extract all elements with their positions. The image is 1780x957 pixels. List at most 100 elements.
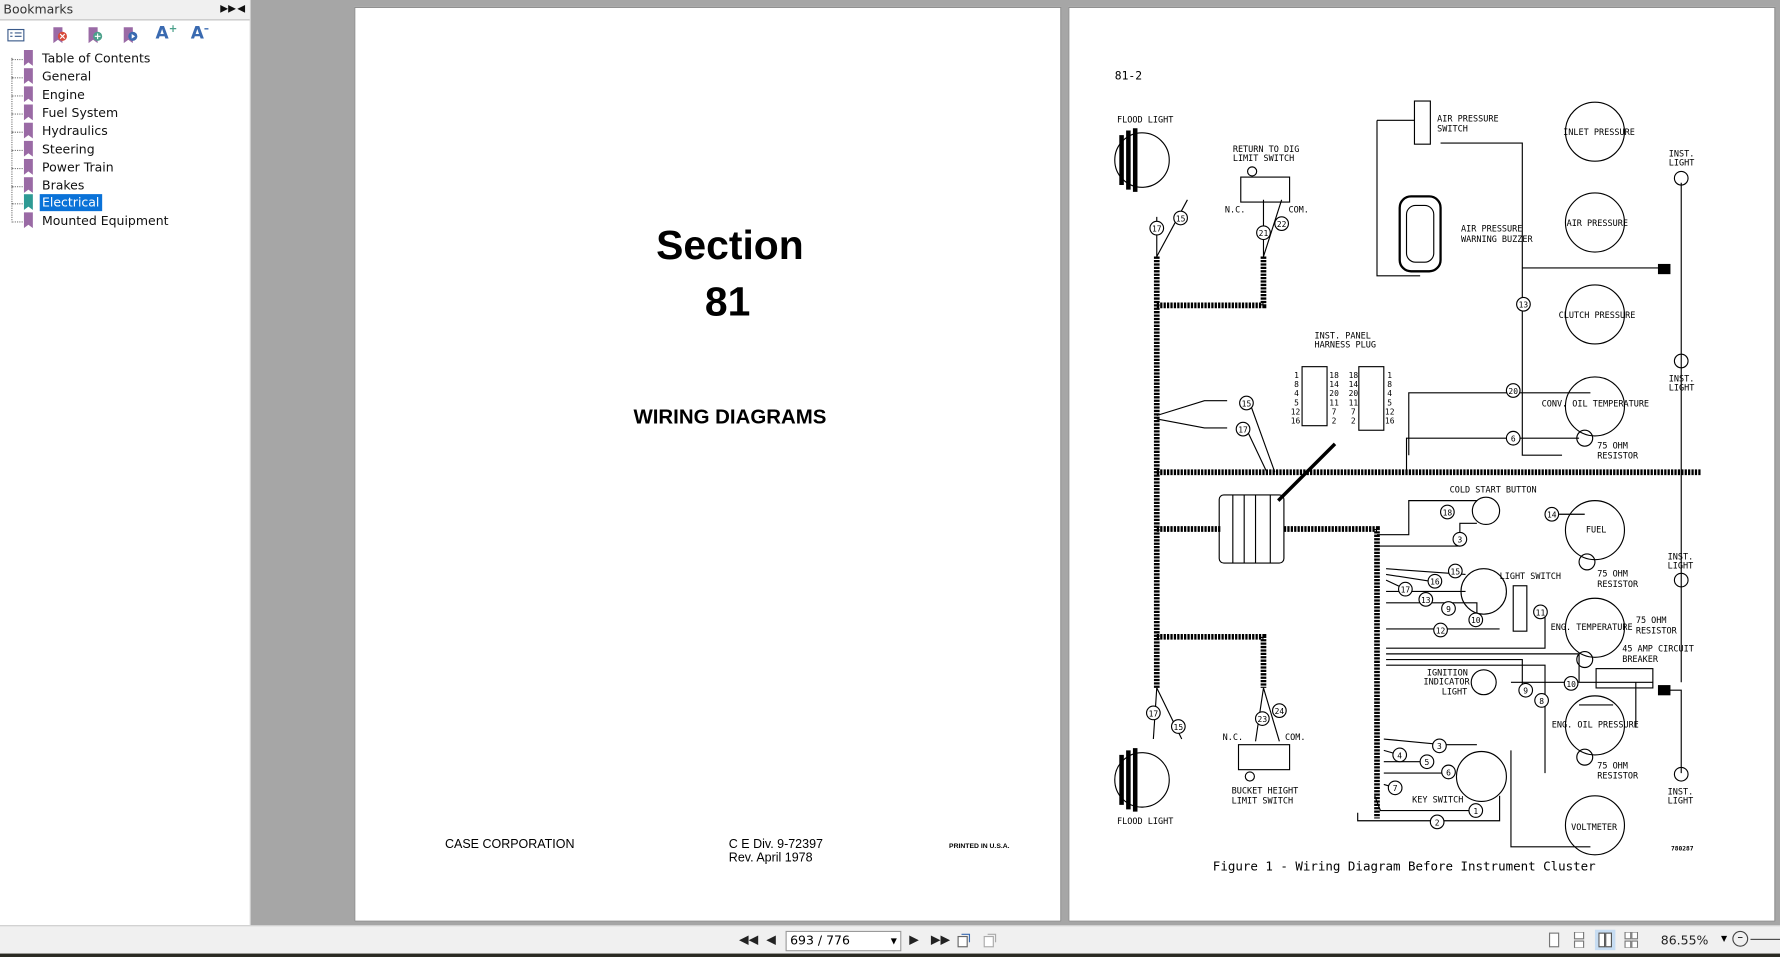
svg-text:23: 23 bbox=[1258, 715, 1268, 724]
section-word: Section bbox=[656, 221, 804, 268]
svg-text:6: 6 bbox=[1446, 768, 1451, 777]
bookmark-brakes[interactable]: Brakes bbox=[0, 177, 250, 195]
svg-text:COLD START BUTTON: COLD START BUTTON bbox=[1450, 486, 1537, 496]
return-to-dig-switch bbox=[1240, 176, 1291, 203]
bookmark-label: Electrical bbox=[39, 194, 102, 212]
svg-text:15: 15 bbox=[1176, 214, 1186, 223]
zoom-out-button[interactable]: – bbox=[1732, 930, 1749, 947]
svg-text:18: 18 bbox=[1329, 371, 1339, 380]
bookmark-hydraulics[interactable]: Hydraulics bbox=[0, 122, 250, 141]
svg-text:12: 12 bbox=[1436, 626, 1446, 635]
next-view-icon[interactable] bbox=[983, 932, 997, 948]
svg-text:17: 17 bbox=[1152, 225, 1162, 234]
bookmarks-panel: Bookmarks ▶▶ ◀ A+ A– Table of Contents G… bbox=[0, 0, 251, 926]
bookmark-steering[interactable]: Steering bbox=[0, 140, 250, 159]
svg-text:INDICATOR: INDICATOR bbox=[1424, 678, 1471, 688]
next-page-button[interactable]: ▶ bbox=[909, 931, 919, 947]
svg-text:75 OHM: 75 OHM bbox=[1597, 762, 1628, 772]
svg-text:RETURN TO DIG: RETURN TO DIG bbox=[1233, 145, 1300, 155]
bookmark-label: Engine bbox=[42, 87, 85, 103]
svg-text:9: 9 bbox=[1446, 605, 1451, 614]
light-switch bbox=[1460, 568, 1507, 615]
svg-text:KEY SWITCH: KEY SWITCH bbox=[1412, 796, 1463, 806]
zoom-slider[interactable] bbox=[1750, 938, 1780, 940]
facing-view-button[interactable] bbox=[1594, 929, 1616, 951]
svg-text:ENG. OIL PRESSURE: ENG. OIL PRESSURE bbox=[1552, 721, 1639, 731]
zoom-level[interactable]: 86.55% bbox=[1660, 933, 1709, 948]
svg-text:7: 7 bbox=[1332, 407, 1337, 416]
svg-text:LIMIT SWITCH: LIMIT SWITCH bbox=[1233, 154, 1294, 164]
svg-text:RESISTOR: RESISTOR bbox=[1597, 772, 1639, 782]
svg-text:VOLTMETER: VOLTMETER bbox=[1571, 823, 1618, 833]
page-number-input[interactable]: 693 / 776 ▼ bbox=[785, 930, 902, 952]
svg-text:1: 1 bbox=[1473, 807, 1478, 816]
tree-line bbox=[11, 57, 13, 221]
expand-panel-icon[interactable]: ▶▶ bbox=[220, 3, 236, 15]
svg-text:22: 22 bbox=[1277, 220, 1287, 229]
bookmark-general[interactable]: General bbox=[0, 68, 250, 86]
svg-text:2: 2 bbox=[1351, 416, 1356, 425]
bookmark-label: Hydraulics bbox=[42, 123, 108, 139]
harness bbox=[1153, 256, 1701, 819]
gauges bbox=[1564, 101, 1626, 856]
company-name: CASE CORPORATION bbox=[444, 837, 575, 852]
svg-text:3: 3 bbox=[1457, 536, 1462, 545]
bookmark-icon bbox=[23, 86, 33, 103]
svg-text:CONV. OIL TEMPERATURE: CONV. OIL TEMPERATURE bbox=[1542, 399, 1649, 409]
bucket-height-switch bbox=[1237, 744, 1291, 771]
svg-text:21: 21 bbox=[1259, 229, 1269, 238]
svg-text:11: 11 bbox=[1536, 608, 1546, 617]
instrument-lights bbox=[1673, 170, 1689, 782]
svg-text:75 OHM: 75 OHM bbox=[1636, 616, 1667, 626]
delete-bookmark-icon[interactable] bbox=[51, 26, 69, 44]
bookmark-icon bbox=[23, 104, 33, 121]
continuous-facing-view-icon[interactable] bbox=[1624, 931, 1639, 948]
svg-text:7: 7 bbox=[1351, 407, 1356, 416]
svg-text:13: 13 bbox=[1421, 596, 1431, 605]
go-to-bookmark-icon[interactable] bbox=[121, 26, 139, 44]
svg-text:13: 13 bbox=[1519, 301, 1529, 310]
svg-text:INLET PRESSURE: INLET PRESSURE bbox=[1563, 128, 1635, 138]
bookmark-electrical[interactable]: Electrical bbox=[0, 194, 250, 212]
svg-text:7: 7 bbox=[1393, 784, 1398, 793]
svg-text:5: 5 bbox=[1294, 398, 1299, 407]
bookmark-table-of-contents[interactable]: Table of Contents bbox=[0, 49, 250, 68]
previous-page-button[interactable]: ◀ bbox=[766, 931, 776, 947]
continuous-view-icon[interactable] bbox=[1572, 931, 1586, 948]
collapse-panel-icon[interactable]: ◀ bbox=[237, 3, 246, 15]
svg-text:20: 20 bbox=[1349, 389, 1359, 398]
svg-text:RESISTOR: RESISTOR bbox=[1636, 626, 1678, 636]
svg-text:1: 1 bbox=[1387, 371, 1392, 380]
page-dropdown-icon[interactable]: ▼ bbox=[890, 936, 897, 946]
flood-light-top bbox=[1114, 132, 1170, 188]
increase-text-size-icon[interactable]: A+ bbox=[155, 22, 178, 44]
svg-text:18: 18 bbox=[1443, 508, 1453, 517]
last-page-button[interactable]: ▶▶ bbox=[930, 931, 951, 947]
svg-text:8: 8 bbox=[1387, 380, 1392, 389]
bookmark-power-train[interactable]: Power Train bbox=[0, 158, 250, 177]
facing-view-icon bbox=[1598, 932, 1612, 948]
section-number: 81 bbox=[704, 278, 751, 325]
bookmark-engine[interactable]: Engine bbox=[0, 86, 250, 104]
decrease-text-size-icon[interactable]: A– bbox=[190, 22, 210, 44]
svg-text:5: 5 bbox=[1425, 758, 1430, 767]
svg-text:LIGHT: LIGHT bbox=[1668, 797, 1694, 807]
svg-text:IGNITION: IGNITION bbox=[1427, 668, 1468, 678]
add-bookmark-icon[interactable] bbox=[86, 26, 104, 44]
zoom-dropdown-icon[interactable]: ▼ bbox=[1720, 934, 1728, 944]
svg-text:HARNESS PLUG: HARNESS PLUG bbox=[1315, 340, 1376, 350]
previous-view-icon[interactable] bbox=[957, 932, 971, 948]
svg-text:BUCKET HEIGHT: BUCKET HEIGHT bbox=[1232, 787, 1299, 797]
bookmark-options-icon[interactable] bbox=[7, 26, 25, 44]
svg-text:2: 2 bbox=[1332, 416, 1337, 425]
bookmarks-header: Bookmarks ▶▶ ◀ bbox=[0, 0, 250, 21]
svg-text:4: 4 bbox=[1294, 389, 1299, 398]
svg-text:AIR PRESSURE: AIR PRESSURE bbox=[1461, 225, 1522, 235]
bookmark-fuel-system[interactable]: Fuel System bbox=[0, 104, 250, 122]
bookmark-mounted-equipment[interactable]: Mounted Equipment bbox=[0, 212, 250, 230]
svg-text:INST.: INST. bbox=[1668, 553, 1694, 563]
bookmark-icon bbox=[23, 49, 33, 66]
single-page-view-icon[interactable] bbox=[1547, 932, 1561, 948]
first-page-button[interactable]: ◀◀ bbox=[739, 931, 759, 947]
